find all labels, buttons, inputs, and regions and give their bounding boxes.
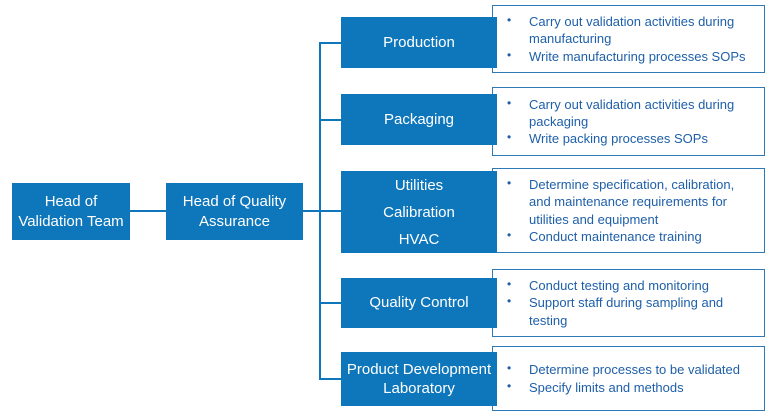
bullet-icon: • bbox=[507, 277, 512, 292]
duty-text: Write packing processes SOPs bbox=[529, 131, 708, 147]
node-head-of-validation-team: Head of Validation Team bbox=[12, 183, 130, 240]
branch-line-packaging bbox=[319, 119, 343, 121]
quality-control-duties-box: • Conduct testing and monitoring • Suppo… bbox=[492, 269, 765, 337]
duty-item: • Determine specification, calibration, … bbox=[507, 176, 758, 227]
trunk-line bbox=[319, 42, 321, 380]
bullet-icon: • bbox=[507, 47, 512, 62]
branch-line-product-development bbox=[319, 378, 343, 380]
bullet-icon: • bbox=[507, 378, 512, 393]
duty-item: • Conduct maintenance training bbox=[507, 228, 758, 245]
duty-text: Determine specification, calibration, an… bbox=[529, 177, 735, 227]
bullet-icon: • bbox=[507, 95, 512, 110]
branch-line-quality-control bbox=[319, 302, 343, 304]
duty-item: • Specify limits and methods bbox=[507, 379, 758, 396]
duty-item: • Write manufacturing processes SOPs bbox=[507, 48, 758, 65]
packaging-duties-box: • Carry out validation activities during… bbox=[492, 87, 765, 156]
duty-item: • Determine processes to be validated bbox=[507, 361, 758, 378]
connector-validation-to-qa bbox=[130, 210, 166, 212]
node-product-development-laboratory: Product Development Laboratory bbox=[341, 352, 497, 406]
connector-qa-to-trunk bbox=[303, 210, 343, 212]
node-head-of-quality-assurance: Head of Quality Assurance bbox=[166, 183, 303, 240]
node-quality-control: Quality Control bbox=[341, 278, 497, 328]
node-packaging: Packaging bbox=[341, 94, 497, 145]
duty-text: Write manufacturing processes SOPs bbox=[529, 48, 746, 64]
duty-text: Conduct testing and monitoring bbox=[529, 278, 709, 294]
bullet-icon: • bbox=[507, 361, 512, 376]
duty-text: Conduct maintenance training bbox=[529, 228, 702, 244]
duty-text: Carry out validation activities during m… bbox=[529, 14, 735, 47]
duty-text: Support staff during sampling and testin… bbox=[529, 295, 724, 328]
node-utilities-calibration-hvac: Utilities Calibration HVAC bbox=[341, 171, 497, 253]
duty-text: Determine processes to be validated bbox=[529, 362, 741, 378]
duty-item: • Support staff during sampling and test… bbox=[507, 294, 758, 328]
bullet-icon: • bbox=[507, 227, 512, 242]
duty-item: • Carry out validation activities during… bbox=[507, 96, 758, 130]
duty-item: • Write packing processes SOPs bbox=[507, 130, 758, 147]
bullet-icon: • bbox=[507, 13, 512, 28]
duty-text: Carry out validation activities during p… bbox=[529, 96, 735, 129]
bullet-icon: • bbox=[507, 176, 512, 191]
production-duties-box: • Carry out validation activities during… bbox=[492, 5, 765, 73]
duty-item: • Carry out validation activities during… bbox=[507, 13, 758, 47]
bullet-icon: • bbox=[507, 294, 512, 309]
duty-text: Specify limits and methods bbox=[529, 379, 684, 395]
bullet-icon: • bbox=[507, 130, 512, 145]
node-production: Production bbox=[341, 17, 497, 68]
branch-line-production bbox=[319, 42, 343, 44]
product-development-duties-box: • Determine processes to be validated • … bbox=[492, 346, 765, 411]
utilities-duties-box: • Determine specification, calibration, … bbox=[492, 168, 765, 253]
duty-item: • Conduct testing and monitoring bbox=[507, 277, 758, 294]
